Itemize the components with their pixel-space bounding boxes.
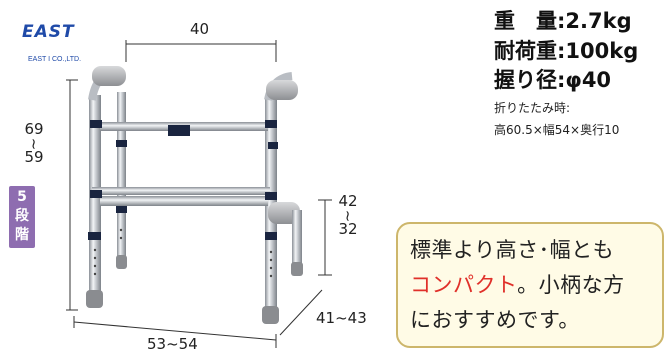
height-label: 69 ~ 59 — [22, 120, 46, 166]
width-top-label: 40 — [190, 20, 210, 38]
spec-grip: 握り径:φ40 — [494, 68, 612, 92]
grip-tilde: ~ — [339, 209, 357, 223]
callout-line-2-rest: 。小柄な方 — [517, 273, 625, 297]
spec-fold-size: 高60.5×幅54×奥行10 — [494, 123, 620, 137]
height-bottom-value: 59 — [24, 147, 44, 166]
badge-char-kai: 階 — [15, 227, 29, 243]
badge-number: 5 — [17, 189, 27, 205]
badge-char-dan: 段 — [15, 208, 29, 224]
grip-top-value: 42 — [338, 192, 358, 210]
walker-frame — [86, 66, 303, 324]
spec-load: 耐荷重:100kg — [494, 39, 639, 63]
callout-line-3: におすすめです。 — [410, 308, 580, 332]
height-top-value: 69 — [24, 120, 44, 138]
callout-line-1: 標準より高さ･幅とも — [410, 238, 615, 262]
spec-weight: 重 量:2.7kg — [494, 9, 632, 33]
width-bottom-label: 53~54 — [147, 335, 198, 351]
brand-logo: EAST EAST I CO.,LTD. — [22, 22, 102, 72]
spec-fold-label: 折りたたみ時: — [494, 101, 571, 115]
dimension-lines — [66, 40, 332, 348]
logo-subtitle: EAST I CO.,LTD. — [28, 56, 82, 63]
callout-compact-highlight: コンパクト — [410, 273, 518, 297]
five-step-badge: 5 段 階 — [9, 186, 35, 248]
grip-height-label: 42 ~ 32 — [336, 192, 360, 238]
grip-bottom-value: 32 — [338, 219, 358, 238]
logo-mark: EAST — [22, 22, 75, 42]
height-tilde: ~ — [25, 137, 43, 151]
depth-label: 41~43 — [316, 309, 367, 327]
callout-box: 標準より高さ･幅とも コンパクト。小柄な方 におすすめです。 — [396, 222, 664, 348]
callout-line-2: コンパクト。小柄な方 — [410, 269, 625, 299]
